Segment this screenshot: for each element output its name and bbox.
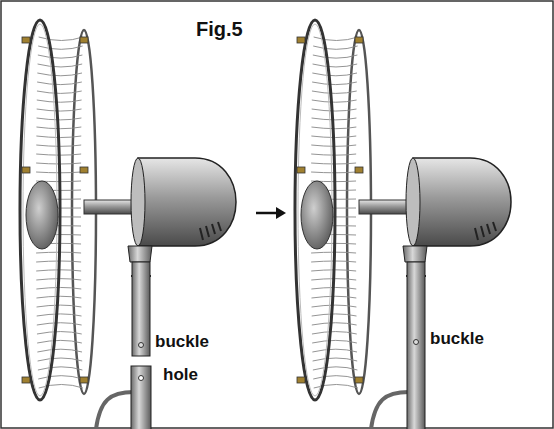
part-label: buckle (155, 333, 209, 352)
lower-pole (131, 366, 151, 429)
figure-title: Fig.5 (196, 18, 243, 40)
motor-housing (138, 158, 236, 246)
pole (407, 262, 425, 429)
power-cord (371, 392, 409, 429)
part-label: hole (163, 366, 198, 385)
upper-pole (132, 262, 150, 356)
part-label: buckle (430, 330, 484, 349)
stand-fan (295, 20, 511, 429)
motor-housing (413, 158, 511, 246)
power-cord (96, 392, 134, 429)
step-arrow (256, 207, 286, 219)
stand-fan (20, 20, 236, 429)
